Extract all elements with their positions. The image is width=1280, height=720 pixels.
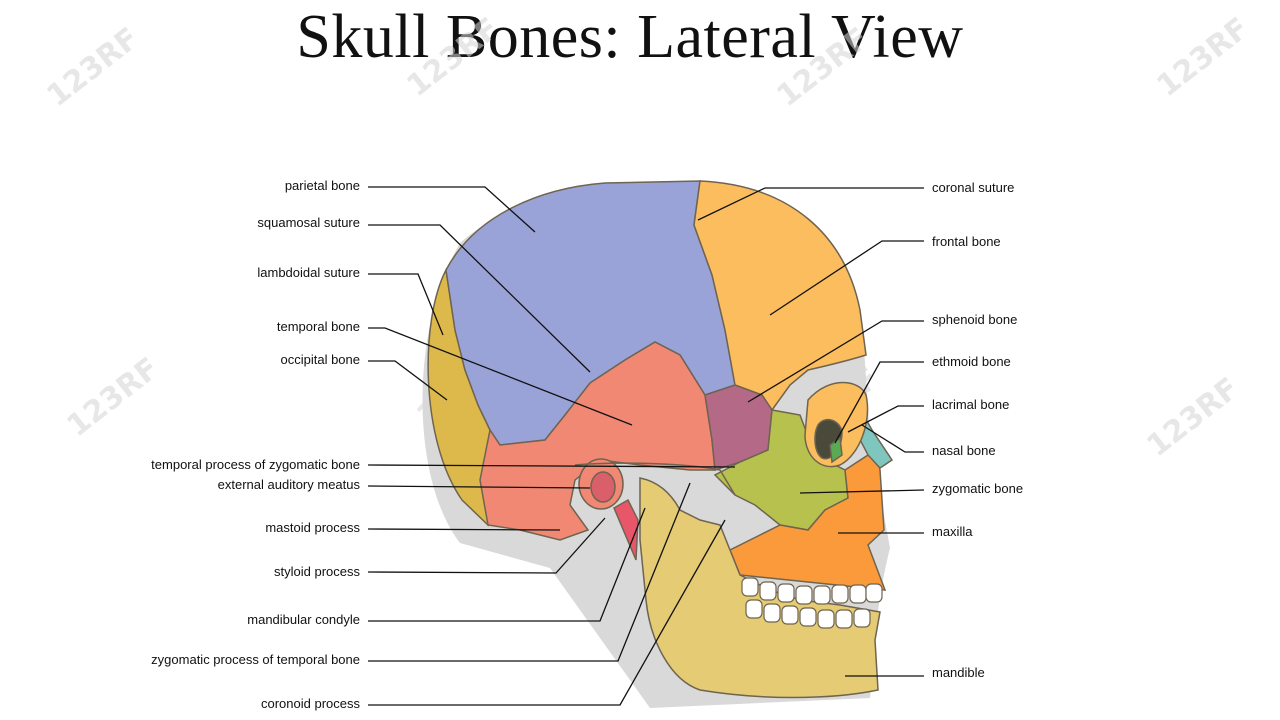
label-zygomatic-bone: zygomatic bone: [932, 481, 1024, 496]
leader-line: [368, 360, 448, 401]
tooth: [741, 577, 759, 597]
tooth: [835, 609, 853, 629]
zygomatic-arch: [574, 462, 736, 496]
tooth: [799, 607, 817, 627]
label-temporal-process-of-zygomatic-bone: temporal process of zygomatic bone: [151, 457, 360, 472]
leader-line: [368, 224, 591, 373]
leader-line: [769, 240, 924, 316]
label-mandibular-condyle: mandibular condyle: [247, 612, 360, 627]
tooth: [849, 584, 867, 604]
leader-line: [847, 405, 924, 433]
leader-line: [834, 361, 924, 444]
leader-lines: [367, 186, 925, 706]
label-lacrimal-bone: lacrimal bone: [932, 397, 1010, 412]
tooth: [795, 585, 813, 605]
label-parietal-bone: parietal bone: [284, 178, 360, 193]
label-nasal-bone: nasal bone: [932, 443, 996, 458]
tooth: [777, 583, 795, 603]
label-sphenoid-bone: sphenoid bone: [932, 312, 1018, 327]
temporal-bone-shape: [479, 341, 716, 541]
teeth: [741, 577, 883, 629]
leader-line: [747, 320, 924, 403]
label-coronoid-process: coronoid process: [261, 696, 360, 711]
page-title: Skull Bones: Lateral View: [296, 3, 964, 71]
tooth: [763, 603, 781, 623]
label-temporal-bone: temporal bone: [276, 319, 360, 334]
auditory-meatus-inner: [590, 471, 616, 503]
leader-line: [861, 424, 924, 453]
label-coronal-suture: coronal suture: [932, 180, 1015, 195]
leader-line: [799, 489, 925, 494]
label-ethmoid-bone: ethmoid bone: [932, 354, 1011, 369]
label-squamosal-suture: squamosal suture: [257, 215, 360, 230]
leader-line: [368, 327, 633, 426]
leader-line: [367, 517, 606, 574]
label-mastoid-process: mastoid process: [265, 520, 360, 535]
label-mandible: mandible: [932, 665, 985, 680]
tooth: [831, 584, 849, 604]
label-external-auditory-meatus: external auditory meatus: [217, 477, 360, 492]
label-occipital-bone: occipital bone: [280, 352, 361, 367]
tooth: [813, 585, 831, 605]
leader-line: [367, 464, 736, 468]
leader-line: [367, 528, 561, 531]
leader-line: [697, 187, 924, 221]
leader-line: [367, 485, 591, 489]
leader-line: [368, 519, 726, 706]
leader-line: [368, 186, 536, 233]
label-zygomatic-process-of-temporal-bone: zygomatic process of temporal bone: [151, 652, 360, 667]
tooth: [759, 581, 777, 601]
tooth: [865, 583, 883, 603]
tooth: [781, 605, 799, 625]
leader-line: [368, 482, 691, 662]
label-lambdoidal-suture: lambdoidal suture: [257, 265, 360, 280]
leader-line: [368, 507, 646, 622]
label-frontal-bone: frontal bone: [932, 234, 1001, 249]
label-maxilla: maxilla: [932, 524, 973, 539]
tooth: [817, 609, 835, 629]
leader-line: [368, 273, 444, 336]
label-styloid-process: styloid process: [274, 564, 360, 579]
styloid-process-shape: [613, 498, 639, 561]
tooth: [745, 599, 763, 619]
tooth: [853, 608, 871, 628]
